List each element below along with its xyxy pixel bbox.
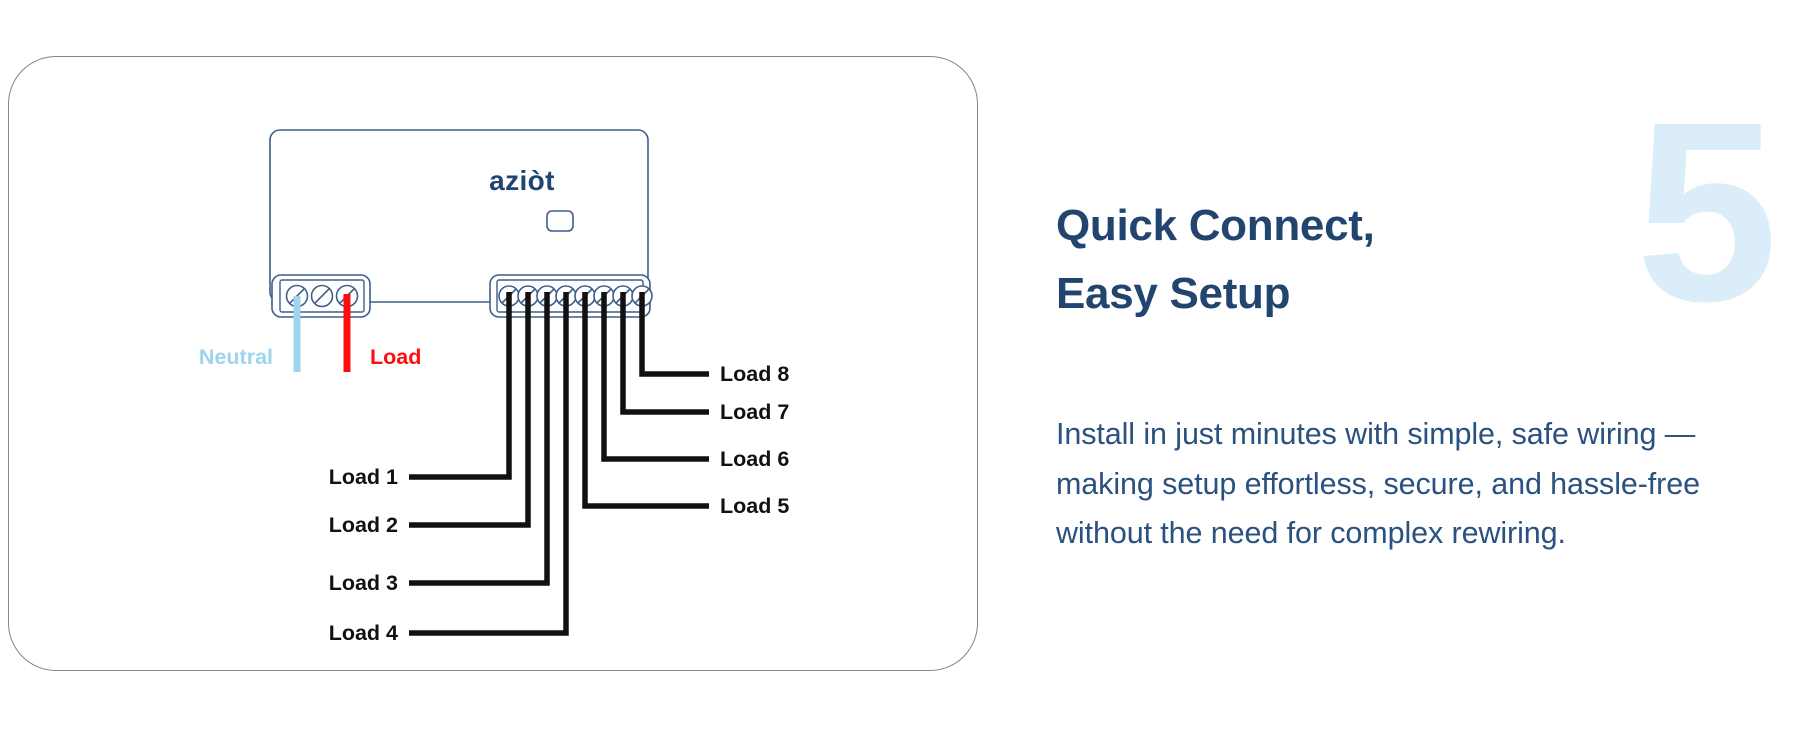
- label-load-2: Load 2: [329, 513, 398, 537]
- load-labels-right: Load 8 Load 7 Load 6 Load 5: [720, 362, 789, 518]
- wire-load-2: [409, 292, 531, 528]
- headline-line-1: Quick Connect,: [1056, 201, 1375, 250]
- headline-line-2: Easy Setup: [1056, 269, 1291, 319]
- label-load-4: Load 4: [329, 621, 398, 645]
- screw-terminal-empty: [310, 284, 334, 308]
- label-load-3: Load 3: [329, 571, 398, 595]
- label-load-1: Load 1: [329, 465, 398, 489]
- wire-load-7: [620, 292, 709, 415]
- neutral-label: Neutral: [199, 345, 273, 369]
- live-label: Load: [370, 345, 421, 369]
- wire-load-6: [601, 292, 709, 462]
- label-load-8: Load 8: [720, 362, 789, 386]
- body-description: Install in just minutes with simple, saf…: [1056, 417, 1700, 551]
- page-title: Quick Connect, Easy Setup: [1056, 192, 1375, 328]
- wire-load-5: [582, 292, 709, 509]
- content-column: 5 Quick Connect, Easy Setup Install in j…: [1056, 0, 1800, 738]
- wire-load-8: [639, 292, 709, 377]
- step-number: 5: [1635, 69, 1778, 355]
- device-button-icon[interactable]: [546, 210, 574, 232]
- load-wires-left: [409, 292, 569, 636]
- label-load-5: Load 5: [720, 494, 789, 518]
- load-labels-left: Load 1 Load 2 Load 3 Load 4: [329, 465, 398, 645]
- brand-logo: aziòt: [489, 165, 555, 196]
- label-load-7: Load 7: [720, 400, 789, 424]
- label-load-6: Load 6: [720, 447, 789, 471]
- wire-load-3: [409, 292, 550, 586]
- wire-load-4: [409, 292, 569, 636]
- load-wires-right: [582, 292, 709, 509]
- wire-load-1: [409, 292, 512, 480]
- wiring-diagram: aziòt Neutral Load: [199, 129, 789, 645]
- device-body: [269, 129, 649, 303]
